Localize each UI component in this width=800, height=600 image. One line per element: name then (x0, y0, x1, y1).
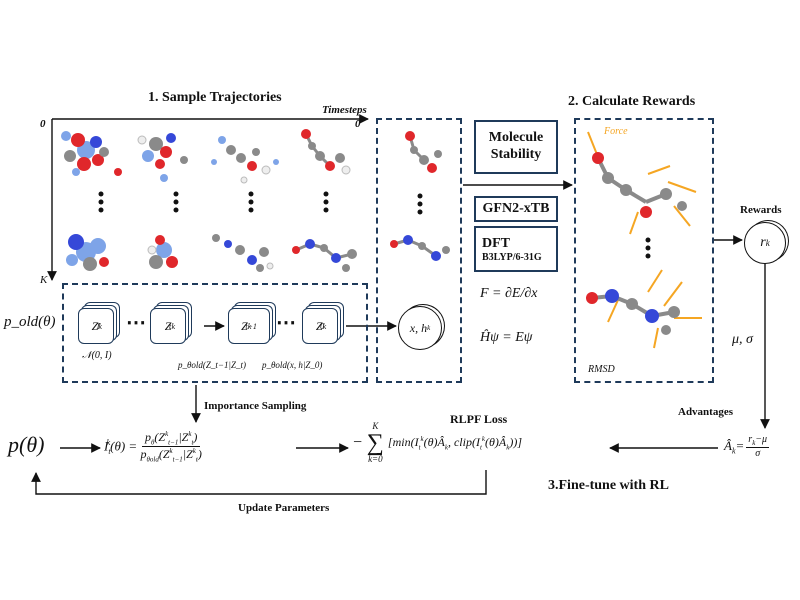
trajectory-molecules (61, 129, 357, 272)
z-0-text: Z (315, 318, 323, 333)
final-samples-box (376, 118, 462, 383)
dft-basis: B3LYP/6-31G (482, 251, 542, 263)
advantage-formula: Âk= rk−μ σ (724, 434, 770, 459)
force-molecules (586, 131, 702, 349)
force-label: Force (604, 126, 628, 137)
rewards-box (574, 118, 714, 383)
decoder-label: p_θold(x, h|Z_0) (262, 360, 323, 370)
z-t-text: Z (164, 318, 172, 333)
final-molecules (390, 131, 450, 261)
noisy-molecule-top-2 (137, 133, 188, 182)
formed-molecule-top (301, 129, 351, 175)
forming-molecule-bottom (212, 234, 274, 272)
forming-molecule-top (211, 136, 279, 184)
reward-symbol: r (760, 235, 766, 250)
noisy-molecule-bottom (66, 234, 109, 271)
z-t-minus-1-text: Z (241, 318, 248, 333)
rewards-label: Rewards (740, 204, 782, 216)
force-equation: F = ∂E/∂x (480, 286, 538, 301)
gfn2-xtb-box: GFN2-xTB (474, 196, 558, 222)
transition-label: p_θold(Z_t−1|Z_t) (178, 360, 246, 370)
rlpf-loss-label: RLPF Loss (450, 412, 508, 426)
rlpf-loss-formula: − K∑k=0 [min(Itk(θ)Âk, clip(Itk(θ)Âk))] (352, 421, 523, 464)
dft-title: DFT (482, 235, 510, 251)
section-title-finetune: 3.Fine-tune with RL (548, 478, 669, 493)
p-theta-label: p(θ) (8, 432, 45, 457)
molecule-stability-box: Molecule Stability (474, 120, 558, 174)
sampling-chain-box (62, 283, 368, 383)
section-title-rewards: 2. Calculate Rewards (568, 94, 696, 109)
output-xh-text: x, h (409, 320, 428, 335)
z-T-text: Z (91, 318, 99, 333)
update-parameters-label: Update Parameters (238, 502, 330, 514)
section-title-sample: 1. Sample Trajectories (148, 90, 282, 105)
importance-ratio: Itk(θ) = pθ(Zkt−1|Zkt) pθold(Zkt−1|Zkt) (104, 430, 202, 464)
timesteps-label: Timesteps (322, 104, 367, 116)
chain-dots-1: ⋯ (126, 312, 146, 334)
rmsd-label: RMSD (588, 364, 615, 375)
importance-sampling-label: Importance Sampling (204, 400, 307, 412)
noisy-molecule-bottom-2 (147, 235, 178, 269)
mu-sigma-label: μ, σ (732, 332, 753, 347)
noisy-molecule-top (61, 131, 122, 176)
axis-end-label: 0 (355, 118, 361, 130)
chain-dots-2: ⋯ (276, 312, 296, 334)
normal-prior-label: 𝒩(0, I) (82, 350, 112, 361)
vertical-ellipsis-row (98, 191, 329, 213)
advantages-label: Advantages (678, 406, 734, 418)
dft-box: DFT B3LYP/6-31G (474, 226, 558, 272)
k-axis-label: K (40, 274, 48, 286)
schrodinger-equation: Ĥψ = Eψ (480, 330, 533, 345)
p-old-label: p_old(θ) (4, 314, 56, 330)
axis-origin-label: 0 (40, 118, 46, 130)
formed-molecule-bottom (292, 239, 357, 272)
